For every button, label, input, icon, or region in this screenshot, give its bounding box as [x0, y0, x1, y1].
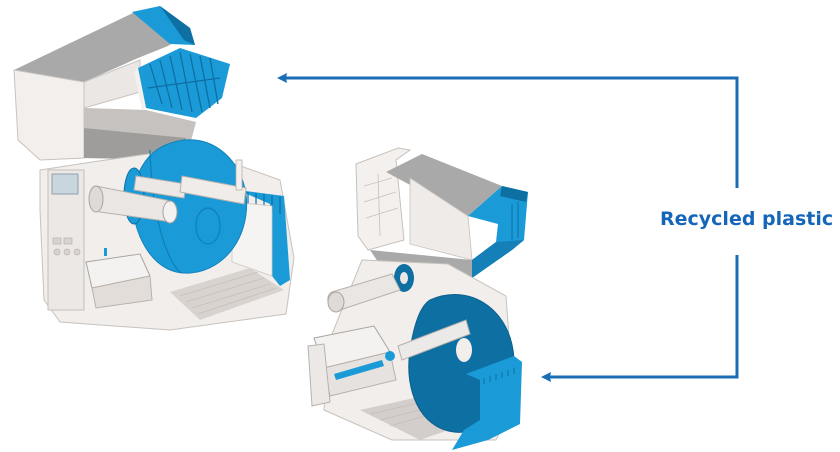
arrow-to-left-printer: [284, 76, 739, 188]
left-side-guide-blue: [238, 190, 290, 286]
left-rear-spindle: [179, 175, 247, 205]
right-printer-illustration: [307, 147, 528, 450]
right-supply-spindle: [397, 319, 471, 361]
arrowhead-left-printer-icon: [277, 73, 287, 83]
right-top-cover-gray: [386, 154, 502, 216]
recycled-plastic-label: Recycled plastic: [660, 208, 834, 230]
left-top-cover-gray: [14, 12, 190, 82]
left-top-cover-frame: [13, 69, 85, 161]
left-printer-illustration: [13, 6, 295, 331]
arrow-to-right-printer: [548, 255, 739, 379]
right-bottom-guide-blue: [452, 356, 522, 450]
arrowhead-right-printer-icon: [541, 372, 551, 382]
left-cover-hinge-blue: [132, 6, 195, 45]
